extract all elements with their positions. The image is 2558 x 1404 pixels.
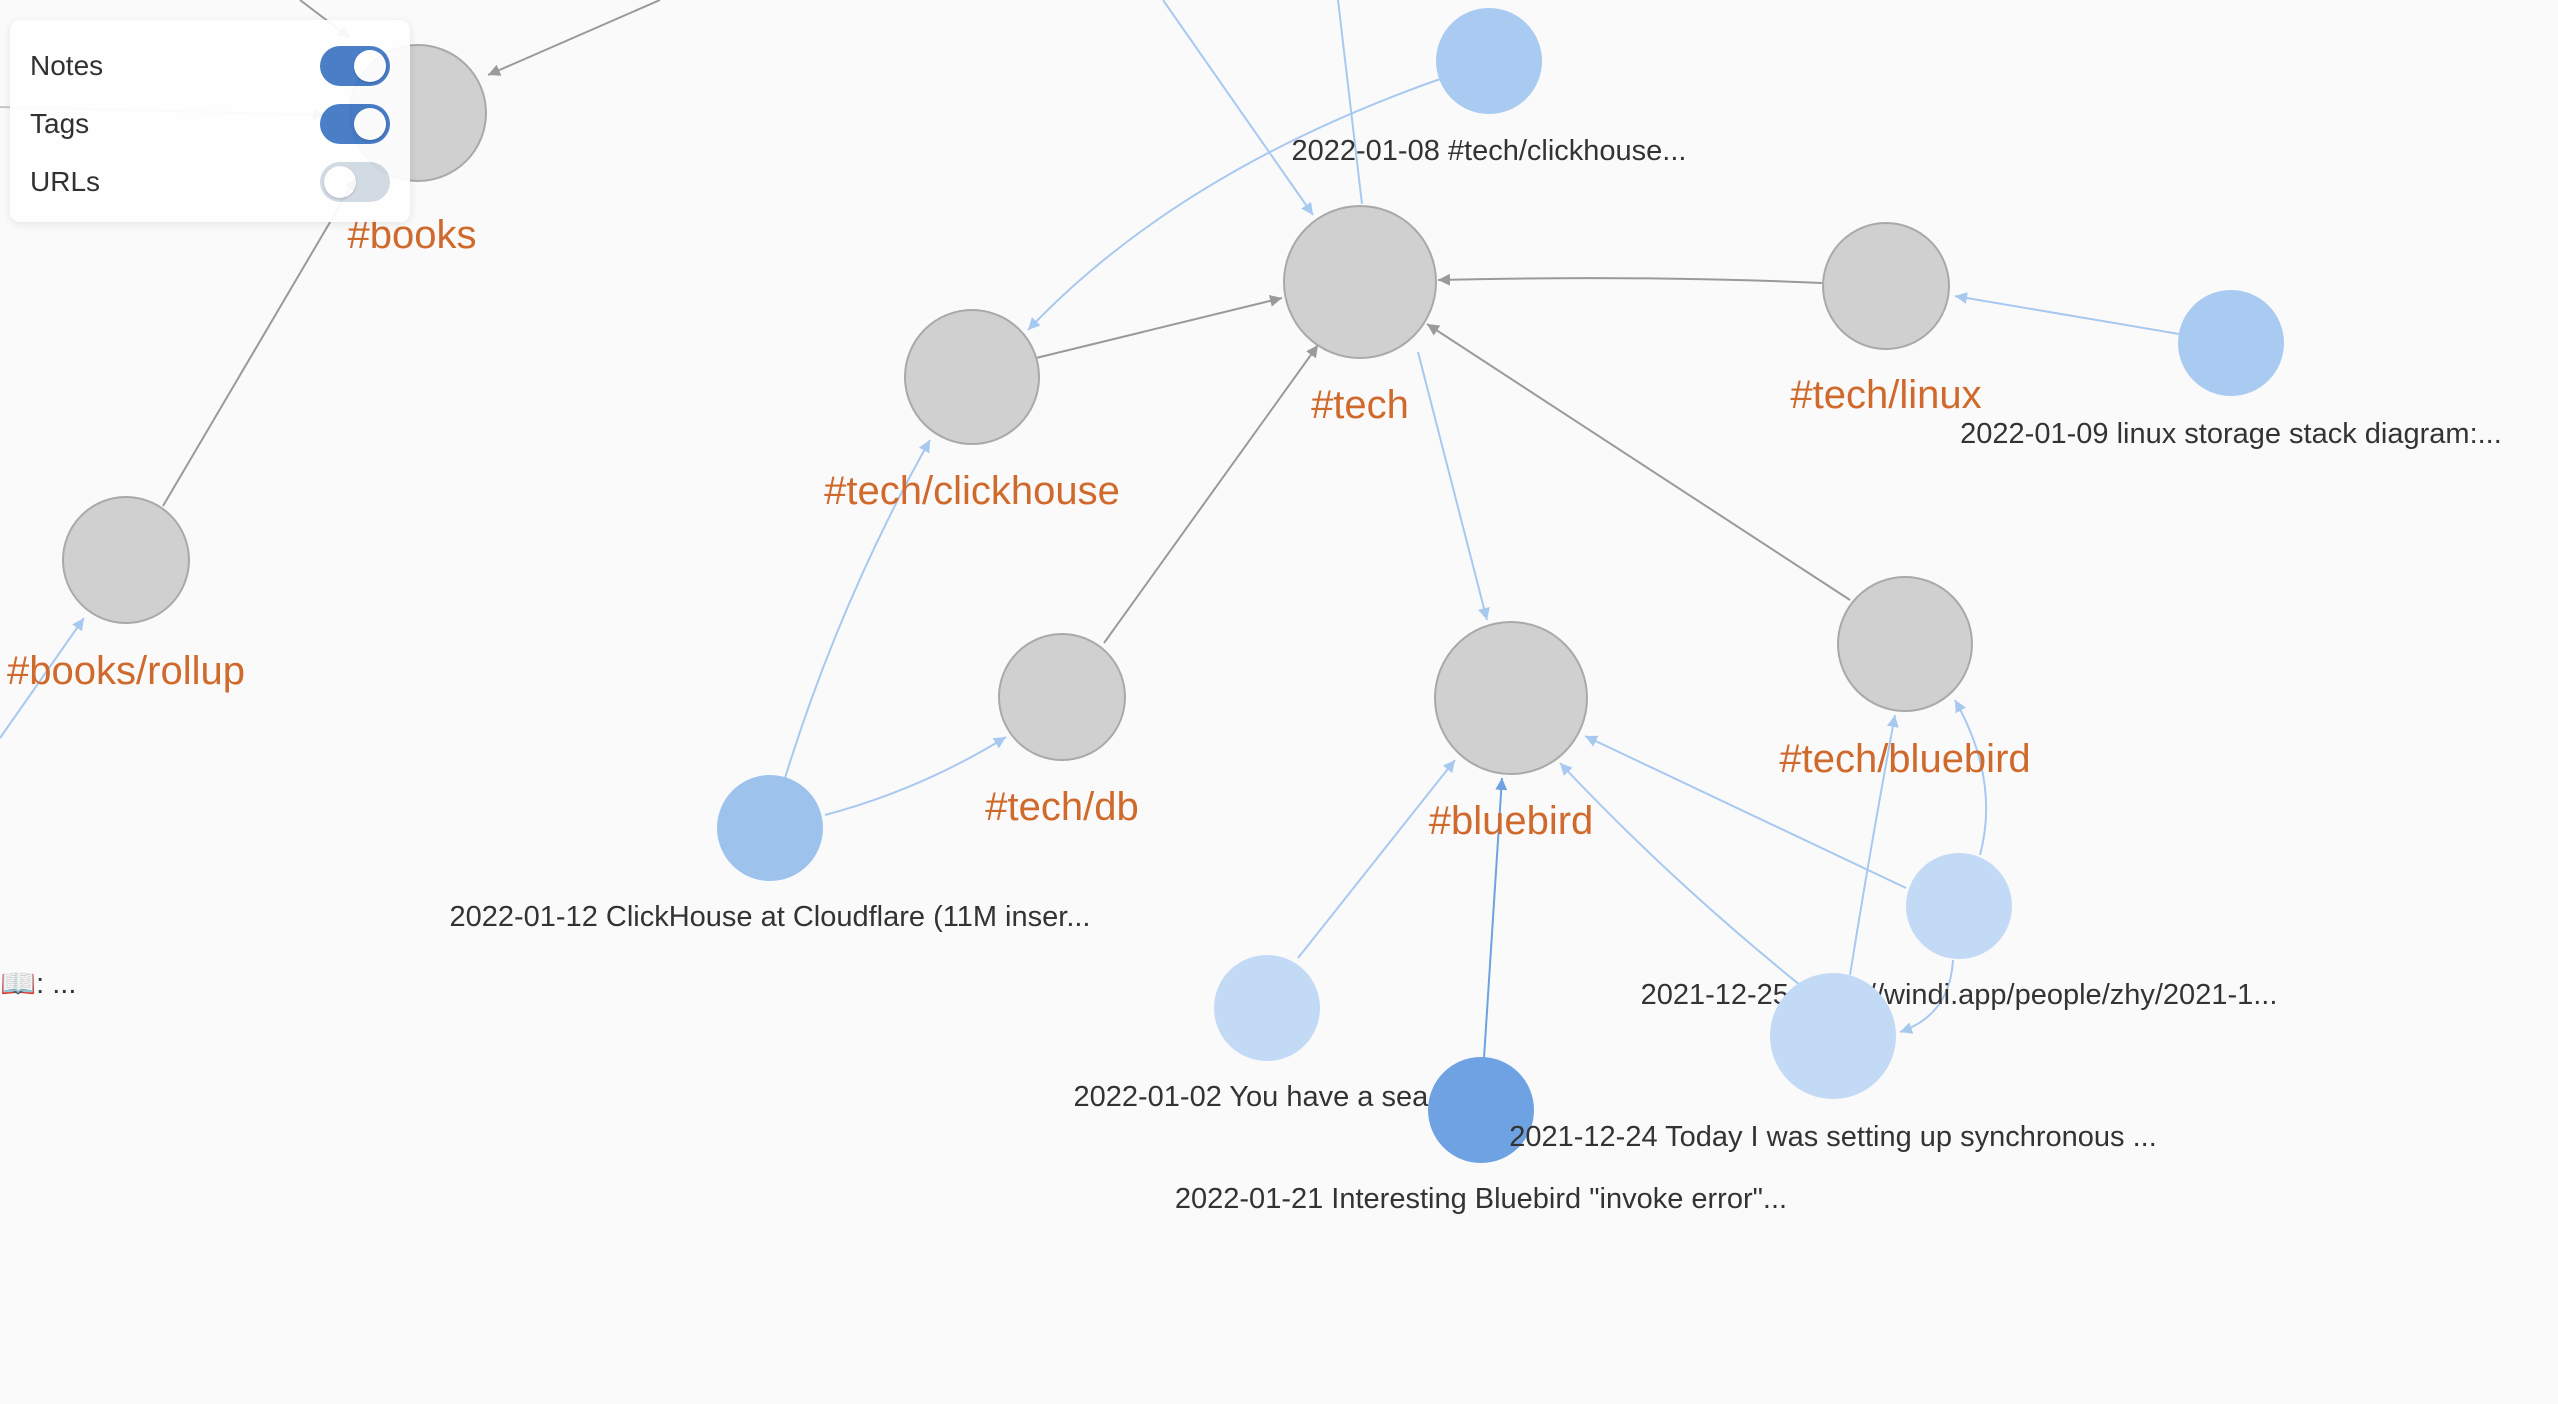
edge-tech-bluebird-to-tech [1426, 323, 1851, 601]
node-label: #bluebird [1429, 799, 1594, 843]
node-tech[interactable]: #tech [1283, 205, 1437, 427]
node-books-rollup[interactable]: #books/rollup [7, 496, 245, 693]
note-nodes: 2022-01-08 #tech/clickhouse... 2022-01-0… [0, 8, 2502, 1215]
graph-filter-panel: Notes Tags URLs [10, 20, 410, 222]
node-tech-db[interactable]: #tech/db [985, 633, 1139, 829]
node-label: #tech/bluebird [1779, 737, 2030, 781]
node-label: 2022-01-21 Interesting Bluebird "invoke … [1175, 1183, 1787, 1215]
edge-note-to-books-rollup [0, 617, 85, 739]
toggle-knob [354, 108, 386, 140]
edge-offscreen-to-tech-2 [1337, 0, 1363, 205]
node-label: 2021-12-25 https://windi.app/people/zhy/… [1641, 979, 2278, 1011]
toggle-knob [354, 50, 386, 82]
node-tech-clickhouse[interactable]: #tech/clickhouse [824, 309, 1120, 513]
notes-toggle[interactable] [320, 46, 390, 86]
node-label: #tech [1311, 383, 1409, 427]
edge-n0109-to-linux-2 [1954, 292, 2180, 335]
node-label: #tech/linux [1790, 373, 1981, 417]
node-note-2022-01-02[interactable]: 2022-01-02 You have a sea.... [1074, 955, 1461, 1113]
node-note-2022-01-21[interactable]: 2022-01-21 Interesting Bluebird "invoke … [1175, 1057, 1787, 1215]
edge-n1225-to-bluebird [1584, 735, 1907, 889]
edge-n0102-to-bluebird [1297, 759, 1456, 959]
node-bluebird[interactable]: #bluebird [1429, 621, 1594, 843]
notes-filter-label: Notes [30, 50, 104, 81]
node-note-2022-01-09[interactable]: 2022-01-09 linux storage stack diagram:.… [1960, 290, 2502, 450]
node-label: 2022-01-09 linux storage stack diagram:.… [1960, 418, 2502, 450]
node-note-2022-01-12[interactable]: 2022-01-12 ClickHouse at Cloudflare (11M… [449, 775, 1091, 933]
node-note-2021-12-24[interactable] [1770, 973, 1896, 1099]
node-note-2022-01-08[interactable]: 2022-01-08 #tech/clickhouse... [1292, 8, 1687, 167]
node-label: #tech/db [985, 785, 1138, 829]
edge-n0112-to-db [824, 736, 1007, 816]
filter-row-notes: Notes [30, 46, 390, 86]
node-label: 2022-01-08 #tech/clickhouse... [1292, 135, 1687, 167]
edge-n1225-to-tech-bluebird [1954, 699, 1988, 856]
edge-clickhouse-to-tech [1035, 295, 1283, 359]
node-label: 2022-01-02 You have a sea.... [1074, 1081, 1461, 1113]
tags-filter-label: Tags [30, 108, 90, 139]
edge-n0108-to-clickhouse [1027, 77, 1444, 331]
tags-toggle[interactable] [320, 104, 390, 144]
urls-toggle[interactable] [320, 162, 390, 202]
toggle-knob [324, 166, 356, 198]
edge-tech-to-bluebird [1417, 351, 1490, 621]
edge-n1224-to-tech-bluebird [1849, 714, 1899, 976]
urls-filter-label: URLs [30, 166, 101, 197]
edge-n1225-to-n1224 [1899, 959, 1954, 1034]
node-label: #books/rollup [7, 649, 245, 693]
filter-row-tags: Tags [30, 104, 390, 144]
edge-n1224-to-bluebird [1559, 762, 1801, 986]
edge-linux-to-tech [1437, 273, 1823, 286]
edges [0, 0, 2180, 1059]
node-label-book: 📖: ... [0, 968, 76, 1000]
node-tech-bluebird[interactable]: #tech/bluebird [1779, 576, 2031, 781]
edge-offscreen-to-tech [1162, 0, 1314, 216]
node-label: 2022-01-12 ClickHouse at Cloudflare (11M… [449, 901, 1090, 933]
edge-n0121-to-bluebird [1483, 777, 1508, 1059]
edge-db-to-tech [1103, 344, 1319, 644]
edge-offscreen-to-books [487, 0, 661, 76]
node-label: #tech/clickhouse [824, 469, 1120, 513]
node-label-2021-12-24: 2021-12-24 Today I was setting up synchr… [1509, 1121, 2157, 1153]
edge-books-rollup-to-books [162, 177, 357, 507]
filter-row-urls: URLs [30, 162, 390, 202]
tag-nodes: #books #books/rollup #tech #tech/clickho… [7, 44, 2031, 843]
node-note-2021-12-25[interactable]: 2021-12-25 https://windi.app/people/zhy/… [1641, 853, 2278, 1011]
node-tech-linux[interactable]: #tech/linux [1790, 222, 1982, 417]
edge-n0112-to-clickhouse [784, 439, 931, 779]
